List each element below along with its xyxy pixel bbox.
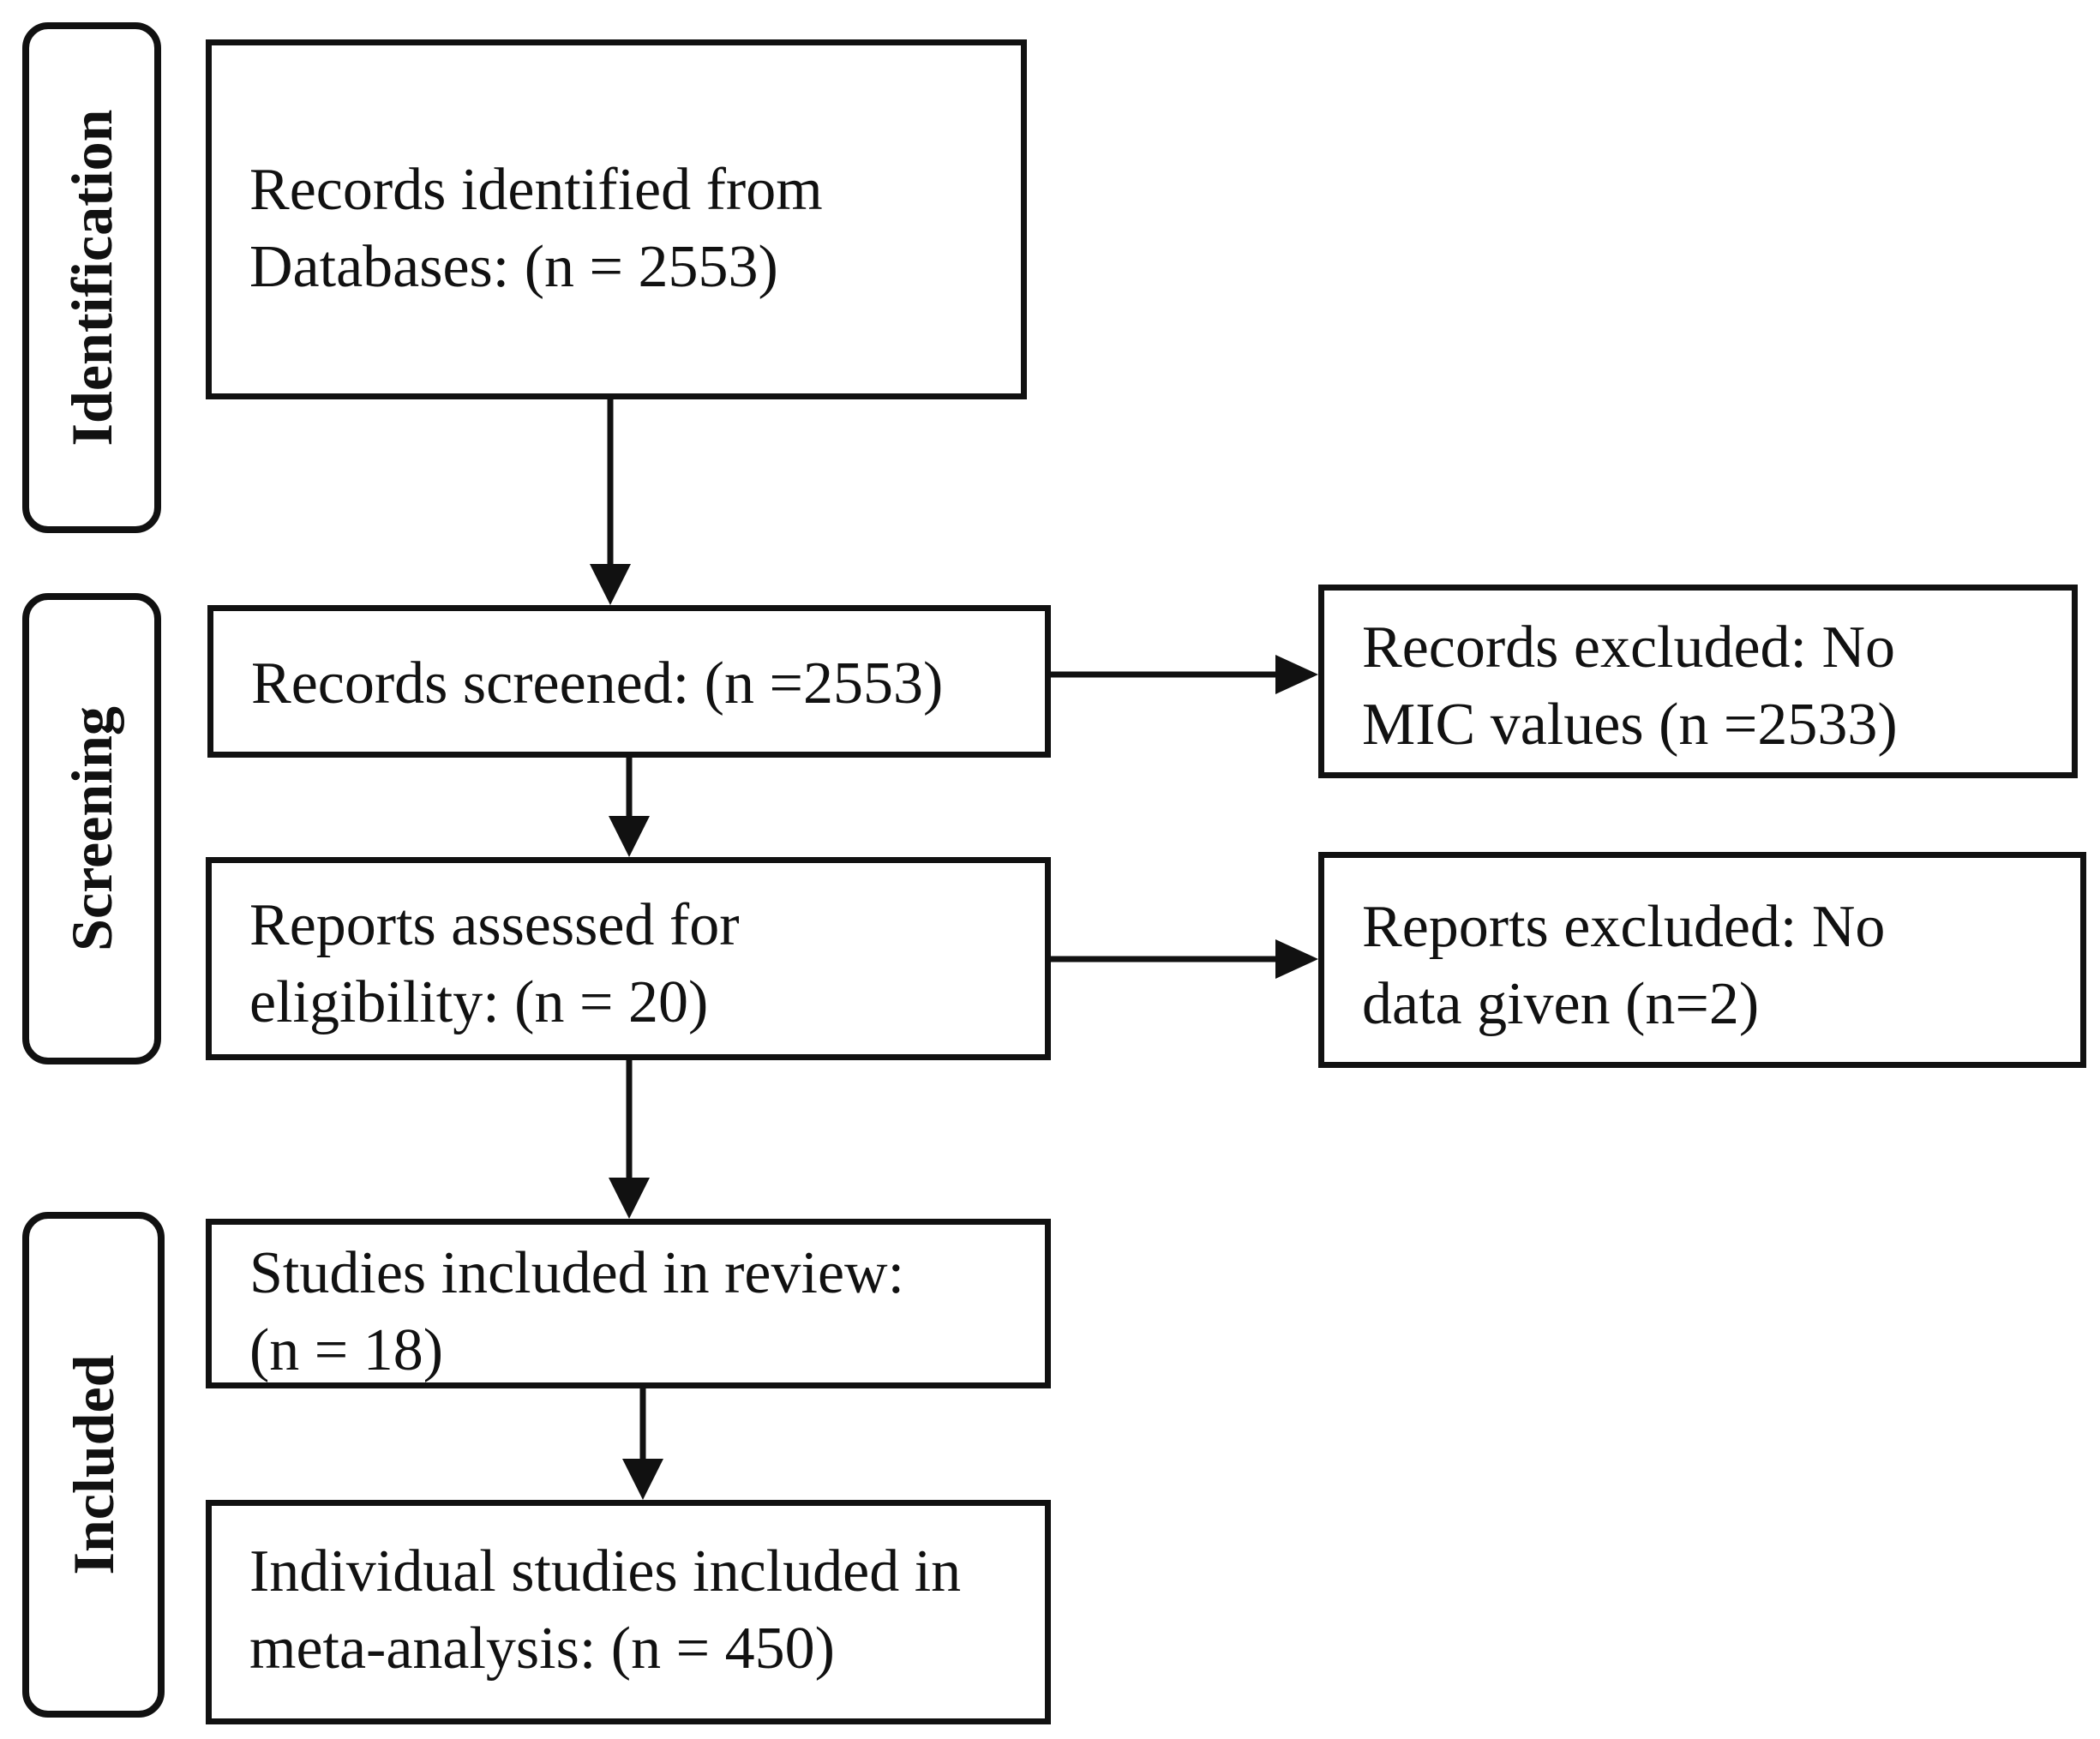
phase-screening: Screening — [22, 593, 161, 1064]
arrowhead-to-reports-excluded — [1275, 939, 1318, 979]
text-records-screened: Records screened: (n =2553) — [251, 651, 944, 717]
arrowhead-to-individual — [622, 1459, 663, 1500]
phase-identification: Identification — [22, 22, 161, 533]
box-studies-included: Studies included in review: (n = 18) — [206, 1219, 1051, 1388]
box-records-identified: Records identified from Databases: (n = … — [206, 39, 1027, 399]
text-reports-assessed: Reports assessed for eligibility: (n = 2… — [249, 892, 740, 1035]
arrowhead-to-studies — [609, 1178, 650, 1219]
text-records-excluded: Records excluded: No MIC values (n =2533… — [1362, 615, 1898, 758]
box-individual-studies: Individual studies included in meta-anal… — [206, 1500, 1051, 1724]
text-studies-included: Studies included in review: (n = 18) — [249, 1240, 905, 1383]
phase-included: Included — [22, 1212, 165, 1718]
box-reports-excluded: Reports excluded: No data given (n=2) — [1318, 852, 2086, 1068]
arrowhead-to-screened — [590, 564, 631, 605]
text-individual-studies: Individual studies included in meta-anal… — [249, 1538, 962, 1682]
box-reports-assessed: Reports assessed for eligibility: (n = 2… — [206, 857, 1051, 1060]
arrowhead-to-assessed — [609, 816, 650, 857]
text-records-identified: Records identified from Databases: (n = … — [249, 157, 823, 300]
arrowhead-to-records-excluded — [1275, 655, 1318, 694]
box-records-excluded: Records excluded: No MIC values (n =2533… — [1318, 585, 2078, 778]
box-records-screened: Records screened: (n =2553) — [207, 605, 1051, 758]
text-reports-excluded: Reports excluded: No data given (n=2) — [1362, 894, 1886, 1037]
